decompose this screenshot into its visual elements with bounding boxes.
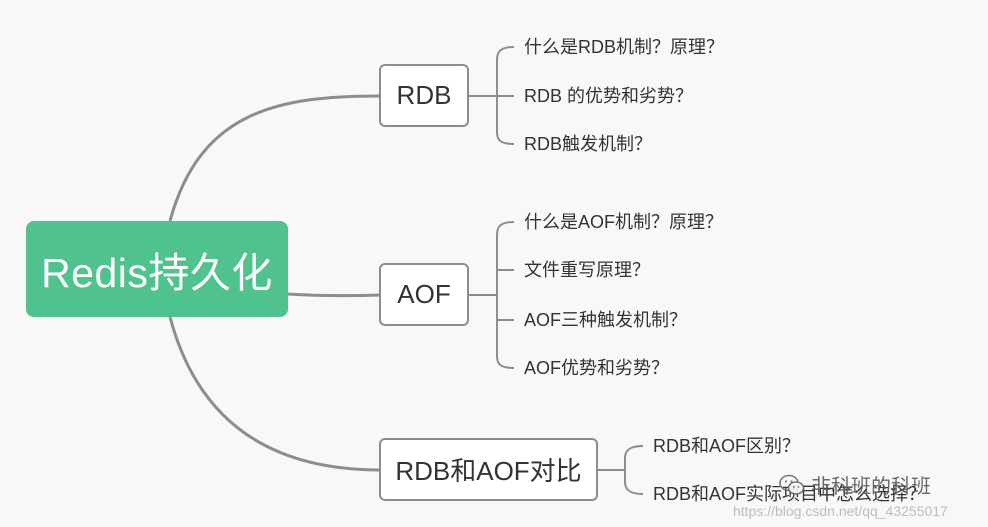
branch-node-compare[interactable]: RDB和AOF对比 bbox=[379, 438, 598, 501]
leaf-aof-1[interactable]: 什么是AOF机制？原理？ bbox=[524, 212, 724, 232]
leaf-aof-4[interactable]: AOF优势和劣势？ bbox=[524, 358, 670, 378]
leaf-rdb-2[interactable]: RDB 的优势和劣势？ bbox=[524, 86, 694, 106]
root-label: Redis持久化 bbox=[41, 250, 273, 296]
edge-aof-bracket bbox=[496, 221, 515, 369]
leaf-aof-2[interactable]: 文件重写原理？ bbox=[524, 260, 650, 280]
edge-root-aof bbox=[287, 292, 381, 298]
edge-root-rdb bbox=[168, 94, 381, 222]
root-node[interactable]: Redis持久化 bbox=[26, 221, 288, 317]
watermark: 非科班的科班 bbox=[779, 470, 931, 499]
branch-node-rdb[interactable]: RDB bbox=[379, 64, 469, 127]
leaf-compare-2[interactable]: RDB和AOF实际项目中怎么选择？ bbox=[653, 484, 927, 504]
leaf-rdb-1[interactable]: 什么是RDB机制？原理？ bbox=[524, 37, 725, 57]
edge-root-compare bbox=[168, 316, 381, 472]
branch-label-rdb: RDB bbox=[396, 80, 452, 110]
source-url: https://blog.csdn.net/qq_43255017 bbox=[733, 503, 948, 519]
leaf-aof-3[interactable]: AOF三种触发机制？ bbox=[524, 310, 688, 330]
watermark-text: 非科班的科班 bbox=[811, 476, 931, 498]
leaf-compare-1[interactable]: RDB和AOF区别？ bbox=[653, 436, 801, 456]
branch-label-aof: AOF bbox=[397, 279, 451, 309]
wechat-icon bbox=[779, 474, 805, 495]
edge-compare-bracket bbox=[624, 445, 644, 495]
branch-label-compare: RDB和AOF对比 bbox=[395, 456, 582, 486]
leaf-rdb-3[interactable]: RDB触发机制？ bbox=[524, 134, 653, 154]
branch-node-aof[interactable]: AOF bbox=[379, 263, 469, 326]
